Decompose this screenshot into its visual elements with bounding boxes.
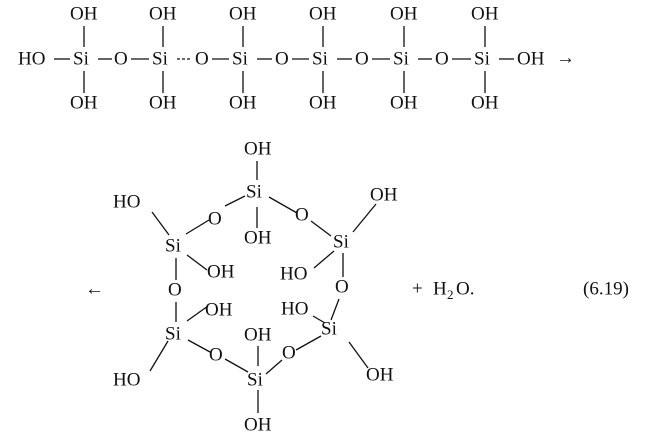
bond <box>265 359 283 375</box>
atom-label: O <box>114 48 128 69</box>
bond <box>330 298 340 321</box>
atom-label: O <box>208 208 222 229</box>
atom-label: OH <box>517 48 545 69</box>
atom-label: Si <box>165 323 181 344</box>
atom-label: Si <box>393 48 409 69</box>
atom-label: OH <box>149 3 177 24</box>
atom-label: Si <box>474 48 490 69</box>
bond <box>224 358 249 373</box>
atom-label: OH <box>70 3 98 24</box>
atom-label: OH <box>244 324 272 345</box>
atom-label: O <box>195 48 209 69</box>
bond <box>348 341 369 369</box>
atom-label: OH <box>370 184 398 205</box>
reaction-arrow: → <box>556 47 575 68</box>
plus-sign: + <box>412 278 423 299</box>
linear-polysilicic-acid: HO Si O Si O Si O Si O Si O Si OH OH OH … <box>18 3 575 113</box>
atom-label: O <box>295 204 309 225</box>
atom-label: HO <box>280 263 307 284</box>
bond <box>310 220 332 237</box>
atom-label: O <box>335 276 349 297</box>
bond <box>352 203 377 233</box>
atom-label: OH <box>207 261 235 282</box>
atom-label: OH <box>471 3 499 24</box>
bond <box>186 254 208 271</box>
atom-label: OH <box>70 92 98 113</box>
bond <box>312 315 326 324</box>
bond <box>186 305 209 322</box>
bond <box>268 196 298 214</box>
bond <box>149 340 169 372</box>
bond <box>185 219 210 235</box>
atom-label: Si <box>312 48 328 69</box>
atom-label: OH <box>149 92 177 113</box>
atom-label: Si <box>246 181 262 202</box>
atom-label: HO <box>113 369 140 390</box>
atom-label: O <box>168 279 182 300</box>
atom-label: Si <box>152 48 168 69</box>
equation-number: (6.19) <box>583 278 629 299</box>
atom-label: Si <box>321 318 337 339</box>
atom-label: O <box>435 48 449 69</box>
bond <box>295 335 322 351</box>
atom-label: O <box>209 344 223 365</box>
atom-label: Si <box>232 48 248 69</box>
atom-label: Si <box>333 231 349 252</box>
cyclic-hexasiloxane: Si O O Si Si O O Si Si O O Si OH OH HO O… <box>113 138 398 435</box>
atom-label: OH <box>244 414 272 435</box>
water-h: H <box>433 278 447 299</box>
atom-label: OH <box>309 3 337 24</box>
atom-label: OH <box>309 92 337 113</box>
atom-label: OH <box>244 138 272 159</box>
bond <box>224 195 246 207</box>
atom-label: Si <box>247 369 263 390</box>
atom-label: OH <box>390 3 418 24</box>
atom-label: O <box>282 342 296 363</box>
atom-label: HO <box>113 191 140 212</box>
water-subscript: 2 <box>447 287 454 302</box>
atom-label: HO <box>281 298 308 319</box>
water-product: + H 2 O. <box>412 278 474 302</box>
atom-label: Si <box>73 48 89 69</box>
atom-label: OH <box>229 3 257 24</box>
bond <box>313 250 335 269</box>
water-o: O. <box>456 278 474 299</box>
bond <box>151 211 170 236</box>
atom-label: OH <box>471 92 499 113</box>
atom-label: Si <box>165 235 181 256</box>
bond <box>187 339 211 353</box>
atom-label: OH <box>244 227 272 248</box>
atom-label: OH <box>205 299 233 320</box>
atom-label: OH <box>390 92 418 113</box>
atom-label: OH <box>229 92 257 113</box>
continuation-arrow: ← <box>85 278 104 299</box>
atom-label: HO <box>18 48 45 69</box>
atom-label: O <box>275 48 289 69</box>
atom-label: O <box>355 48 369 69</box>
atom-label: OH <box>366 364 394 385</box>
